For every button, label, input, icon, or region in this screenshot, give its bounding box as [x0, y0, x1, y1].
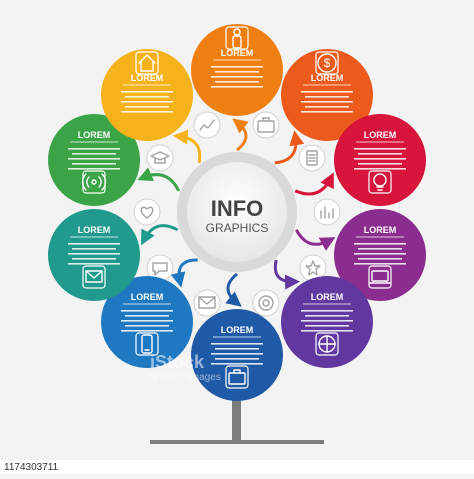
mail-icon	[82, 265, 106, 289]
content-circle: LOREM	[48, 114, 140, 206]
circle-label: LOREM	[311, 292, 344, 302]
circle-label: LOREM	[78, 225, 111, 235]
connector-arrow	[232, 118, 249, 152]
content-circle: LOREM	[334, 209, 426, 301]
graduation-cap-icon	[146, 144, 174, 172]
content-circle: LOREM	[334, 114, 426, 206]
placeholder-text-lines	[354, 243, 406, 265]
content-circle: LOREM	[191, 24, 283, 116]
bar-chart-icon	[313, 198, 341, 226]
lightbulb-icon	[368, 170, 392, 194]
credit-bar	[0, 460, 474, 474]
phone-icon	[135, 332, 159, 356]
content-circle: LOREM	[48, 209, 140, 301]
mail-icon	[193, 289, 221, 317]
laptop-icon	[368, 265, 392, 289]
person-icon	[225, 26, 249, 50]
basketball-icon	[315, 332, 339, 356]
center-subtitle: GRAPHICS	[206, 221, 269, 235]
document-icon	[298, 144, 326, 172]
content-circle: LOREM $	[281, 49, 373, 141]
content-circle: LOREM	[101, 49, 193, 141]
connector-arrow	[170, 258, 198, 288]
circle-label: LOREM	[311, 73, 344, 83]
chart-icon	[193, 111, 221, 139]
placeholder-text-lines	[211, 343, 263, 365]
placeholder-text-lines	[301, 310, 353, 332]
connector-arrow	[273, 259, 301, 290]
briefcase-icon	[252, 111, 280, 139]
small-icon-group	[133, 111, 341, 317]
content-circle: LOREM	[101, 276, 193, 368]
circle-label: LOREM	[78, 130, 111, 140]
center-hub: INFO GRAPHICS	[177, 152, 297, 272]
chat-icon	[146, 254, 174, 282]
placeholder-text-lines	[211, 66, 263, 88]
stand-stem	[232, 395, 241, 441]
circle-label: LOREM	[364, 225, 397, 235]
circle-group: LOREMLOREM$LOREMLOREMLOREMLOREMLOREMLORE…	[48, 24, 426, 401]
placeholder-text-lines	[354, 148, 406, 170]
hub-inner-circle	[187, 162, 287, 262]
connector-arrow	[294, 172, 334, 196]
star-icon	[299, 254, 327, 282]
connector-arrow	[137, 167, 181, 192]
connector-arrow	[141, 224, 179, 246]
circle-label: LOREM	[131, 292, 164, 302]
circle-label: LOREM	[221, 48, 254, 58]
stand-base	[150, 440, 324, 444]
credit-id: 1174303711	[4, 462, 59, 473]
heart-icon	[133, 198, 161, 226]
circle-label: LOREM	[364, 130, 397, 140]
content-circle: LOREM	[191, 309, 283, 401]
target-icon	[252, 289, 280, 317]
circle-label: LOREM	[221, 325, 254, 335]
placeholder-text-lines	[121, 310, 173, 332]
placeholder-text-lines	[68, 148, 120, 170]
circle-label: LOREM	[131, 73, 164, 83]
placeholder-text-lines	[301, 91, 353, 113]
dollar-icon: $	[315, 51, 339, 75]
connector-arrow	[274, 130, 305, 165]
center-title: INFO	[211, 196, 264, 221]
connector-arrow	[225, 272, 242, 307]
svg-text:$: $	[324, 56, 331, 70]
briefcase-icon	[225, 365, 249, 389]
connector-arrow	[172, 129, 202, 164]
signal-icon	[81, 170, 107, 194]
placeholder-text-lines	[121, 91, 173, 113]
content-circle: LOREM	[281, 276, 373, 368]
placeholder-text-lines	[68, 243, 120, 265]
house-icon	[135, 51, 159, 75]
connector-arrow	[295, 229, 336, 251]
arrow-group	[137, 118, 336, 307]
